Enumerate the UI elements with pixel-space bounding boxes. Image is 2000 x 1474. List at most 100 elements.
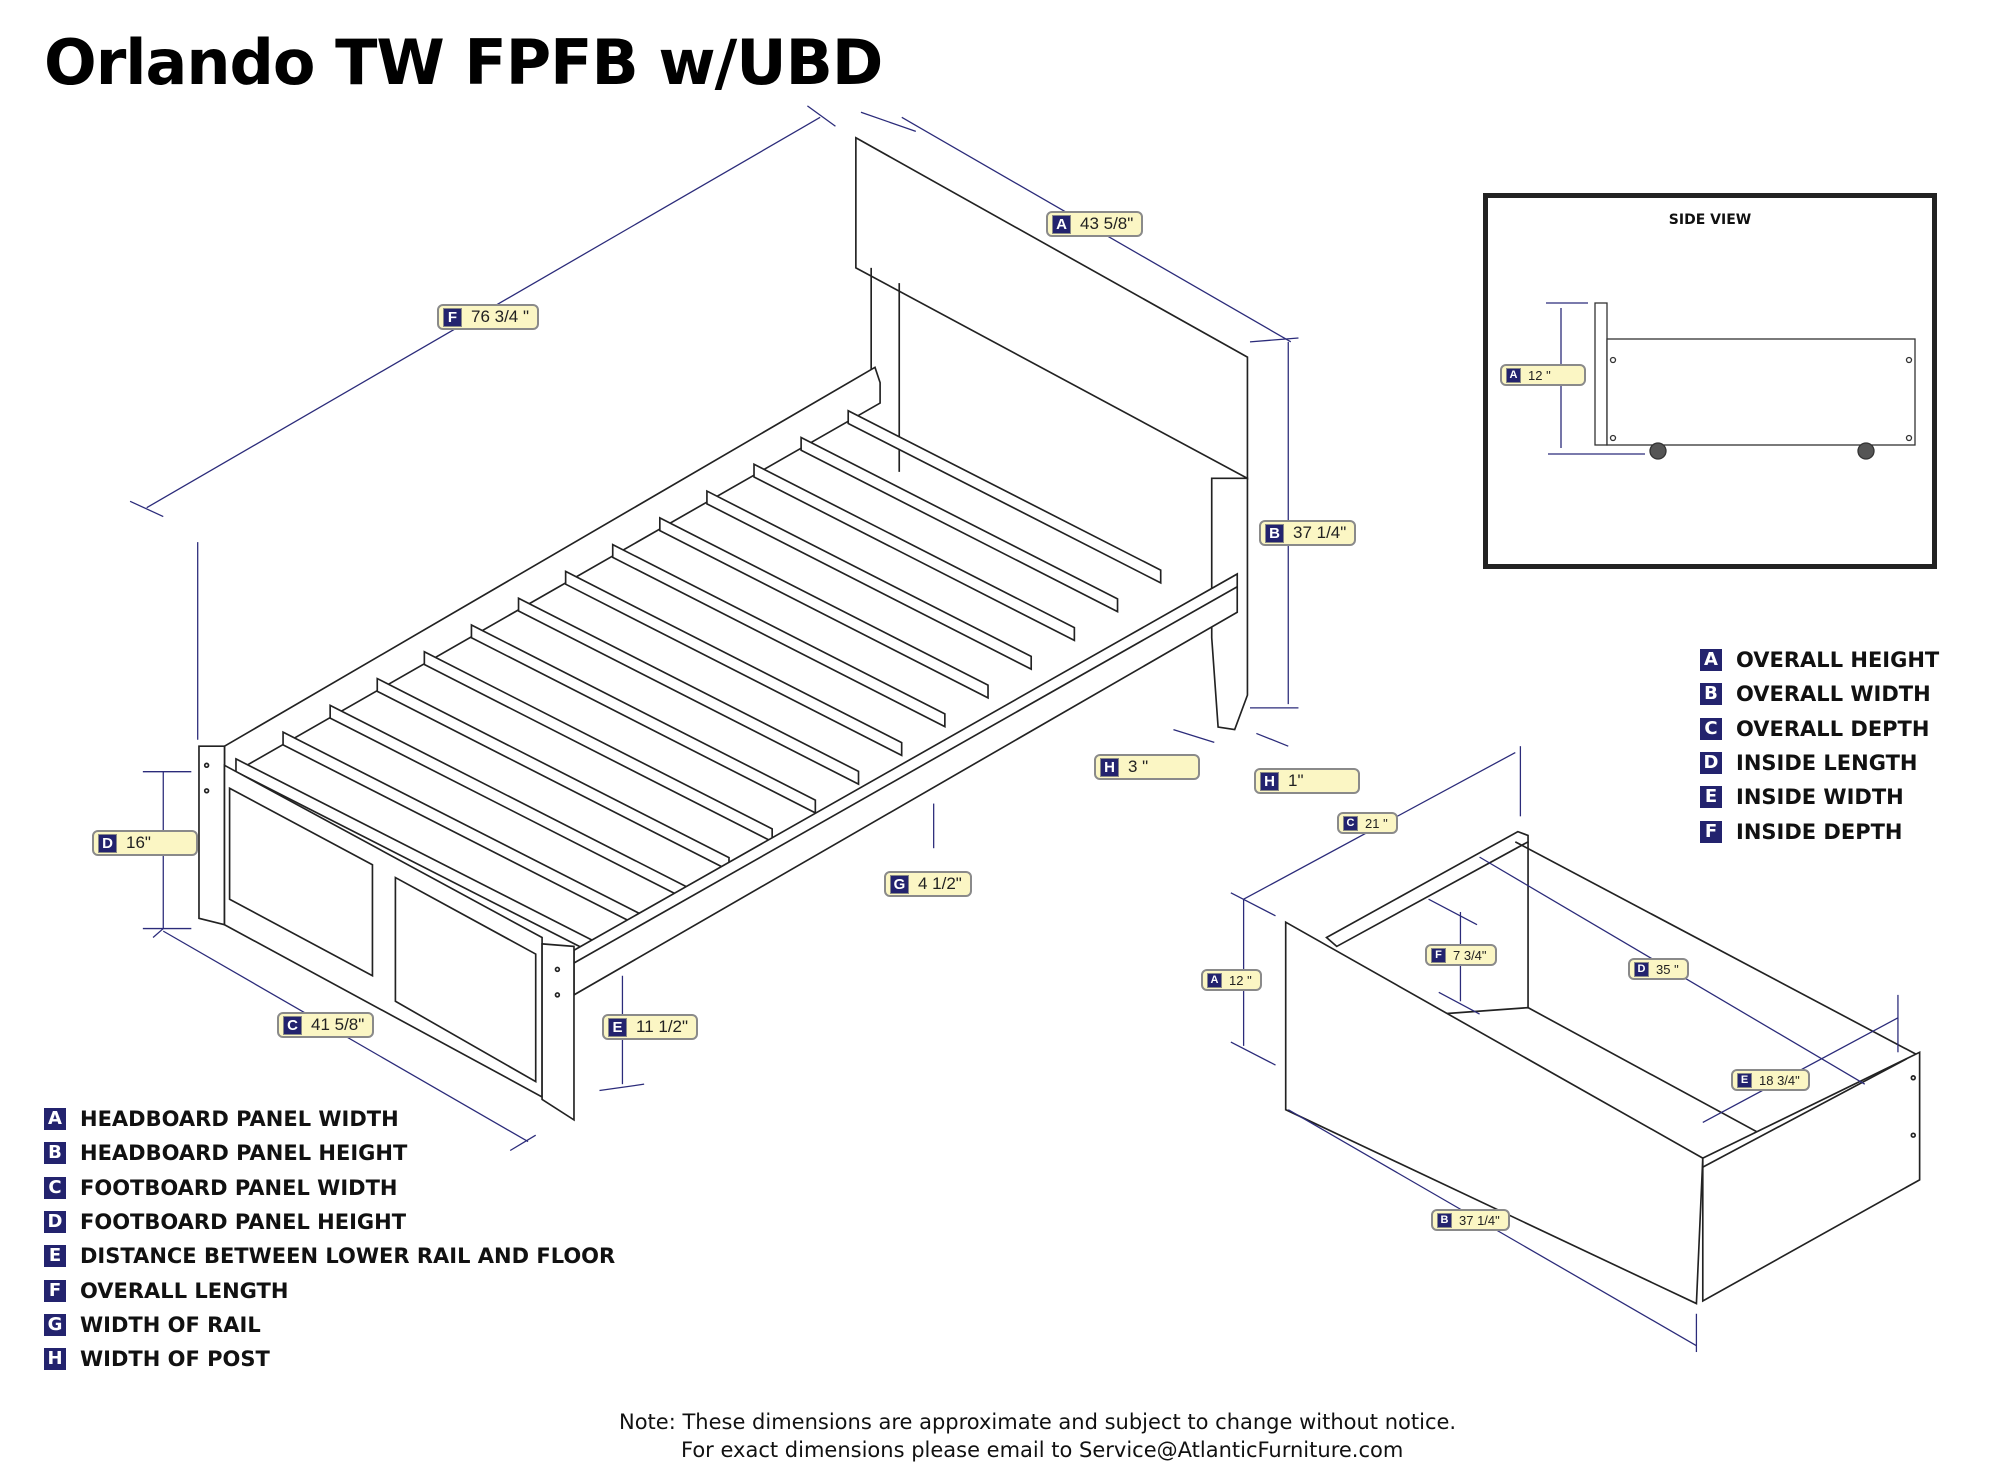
slat [564, 570, 903, 757]
dim-value: 21 " [1365, 815, 1388, 831]
drawer [1284, 830, 1921, 1305]
legend-letter: B [1700, 683, 1722, 706]
legend-letter: D [44, 1211, 66, 1234]
dim-letter: F [443, 307, 462, 327]
dim-value: 12 " [1229, 972, 1252, 988]
dim-letter: B [1265, 523, 1284, 543]
dim-label-drawer-inside-length: D 35 " [1628, 958, 1689, 980]
dim-letter: G [890, 874, 909, 894]
dim-letter: A [1506, 367, 1521, 383]
slat [517, 596, 860, 786]
dim-label-drawer-width: B 37 1/4" [1431, 1209, 1510, 1231]
legend-item: D INSIDE LENGTH [1700, 746, 1939, 780]
dim-label-post-width-1: H 1" [1254, 768, 1360, 794]
slat [706, 489, 1033, 671]
dim-value: 18 3/4" [1759, 1072, 1800, 1088]
dim-label-drawer-height: A 12 " [1201, 969, 1262, 991]
legend-item: H WIDTH OF POST [44, 1342, 615, 1376]
legend-item: G WIDTH OF RAIL [44, 1308, 615, 1342]
dim-value: 3 " [1128, 757, 1149, 776]
dim-letter: E [608, 1017, 627, 1037]
legend-item: C FOOTBOARD PANEL WIDTH [44, 1171, 615, 1205]
legend-item: C OVERALL DEPTH [1700, 712, 1939, 746]
dim-value: 7 3/4" [1453, 947, 1487, 963]
dim-letter: H [1100, 757, 1119, 777]
legend-label: HEADBOARD PANEL WIDTH [80, 1107, 399, 1132]
slat [753, 462, 1076, 642]
page-title: Orlando TW FPFB w/UBD [44, 26, 883, 99]
dim-letter: B [1437, 1212, 1452, 1228]
disclaimer-note: Note: These dimensions are approximate a… [619, 1408, 1456, 1464]
dim-label-drawer-depth: C 21 " [1337, 812, 1398, 834]
legend-label: OVERALL DEPTH [1736, 716, 1930, 741]
legend-letter: A [1700, 649, 1722, 672]
dim-value: 16" [126, 833, 151, 852]
legend-label: OVERALL WIDTH [1736, 682, 1931, 707]
legend-item: F OVERALL LENGTH [44, 1273, 615, 1307]
slat [376, 677, 730, 872]
legend-letter: F [44, 1279, 66, 1302]
legend-label: INSIDE WIDTH [1736, 785, 1904, 810]
legend-letter: D [1700, 752, 1722, 775]
legend-label: OVERALL LENGTH [80, 1278, 289, 1303]
dim-label-post-width-3: H 3 " [1094, 754, 1200, 780]
legend-letter: F [1700, 820, 1722, 843]
dim-value: 43 5/8" [1080, 214, 1134, 233]
dim-value: 1" [1288, 771, 1304, 790]
legend-item: B OVERALL WIDTH [1700, 677, 1939, 711]
legend-letter: E [1700, 786, 1722, 809]
slat [611, 543, 946, 728]
legend-label: WIDTH OF POST [80, 1347, 270, 1372]
dim-value: 11 1/2" [636, 1017, 689, 1036]
legend-letter: H [44, 1348, 66, 1371]
note-line-1: Note: These dimensions are approximate a… [619, 1410, 1457, 1434]
dim-value: 41 5/8" [311, 1015, 365, 1034]
side-view-title: SIDE VIEW [1668, 212, 1752, 228]
legend-item: D FOOTBOARD PANEL HEIGHT [44, 1205, 615, 1239]
side-view-panel: SIDE VIEW [1483, 193, 1937, 569]
dim-value: 12 " [1528, 367, 1551, 383]
dim-value: 35 " [1656, 961, 1679, 977]
slat [658, 516, 989, 700]
legend-label: WIDTH OF RAIL [80, 1312, 261, 1337]
legend-label: FOOTBOARD PANEL WIDTH [80, 1175, 398, 1200]
dim-letter: C [1343, 815, 1358, 831]
legend-item: E INSIDE WIDTH [1700, 780, 1939, 814]
slat [847, 409, 1162, 585]
dim-value: 37 1/4" [1459, 1212, 1500, 1228]
dim-label-side-view-height: A 12 " [1500, 364, 1586, 386]
dim-label-footboard-height: D 16" [92, 830, 198, 856]
dim-label-rail-width: G 4 1/2" [884, 871, 972, 897]
slat [423, 650, 773, 843]
dim-letter: H [1260, 771, 1279, 791]
dim-label-floor-clearance: E 11 1/2" [602, 1014, 699, 1040]
legend-label: DISTANCE BETWEEN LOWER RAIL AND FLOOR [80, 1244, 616, 1269]
side-view-drawing [1546, 302, 1916, 460]
dim-letter: E [1737, 1072, 1752, 1088]
legend-letter: C [1700, 717, 1722, 740]
dim-letter: A [1207, 972, 1222, 988]
legend-letter: C [44, 1176, 66, 1199]
dim-value: 4 1/2" [918, 874, 962, 893]
legend-item: A HEADBOARD PANEL WIDTH [44, 1102, 615, 1136]
legend-letter: G [44, 1313, 66, 1336]
dim-label-drawer-inside-width: E 18 3/4" [1731, 1069, 1810, 1091]
legend-label: FOOTBOARD PANEL HEIGHT [80, 1210, 407, 1235]
dim-letter: D [98, 833, 117, 853]
dim-letter: D [1634, 961, 1649, 977]
slat [800, 436, 1119, 614]
legend-letter: A [44, 1108, 66, 1131]
bed-dimension-lines [129, 105, 1299, 1152]
legend-label: INSIDE LENGTH [1736, 751, 1918, 776]
